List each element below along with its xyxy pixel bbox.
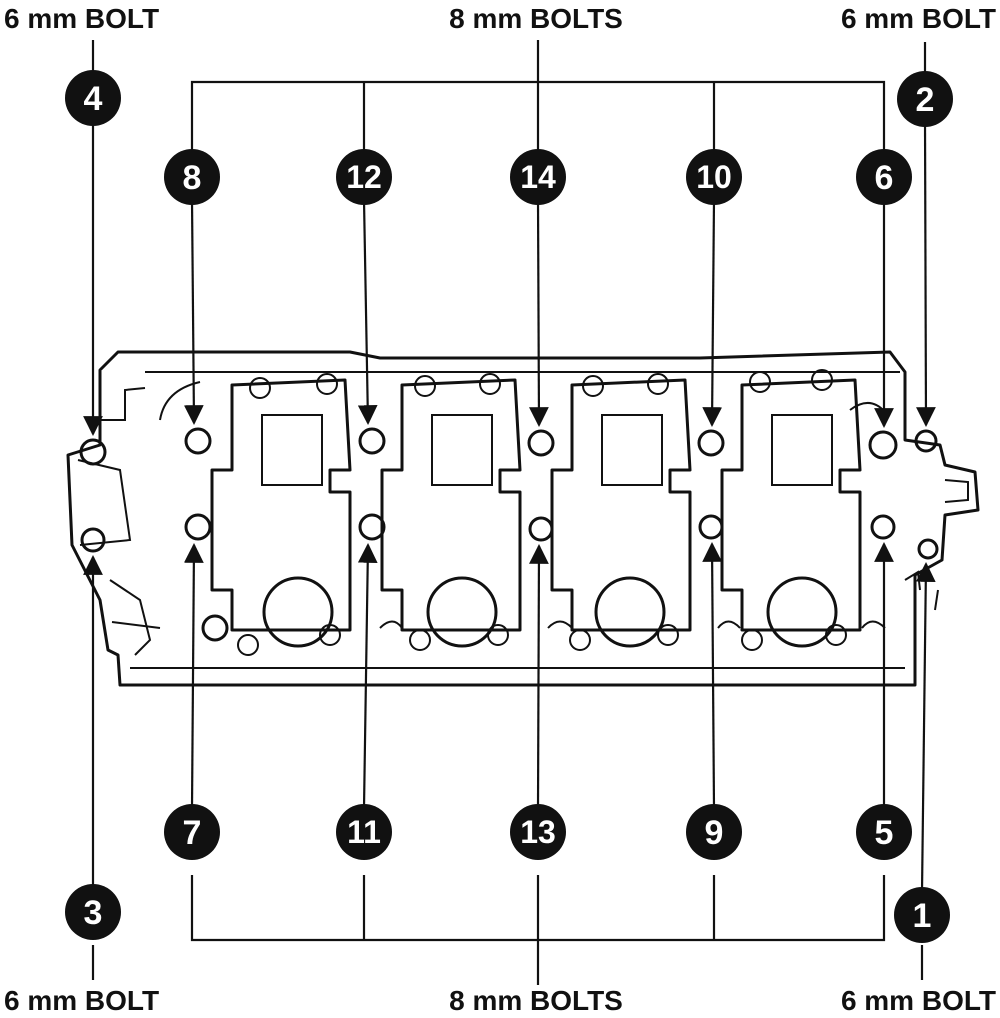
bolt-hole-11 (358, 513, 386, 541)
label-8mm-bolts-top: 8 mm BOLTS (449, 3, 623, 34)
bolt-hole-9 (698, 514, 724, 540)
bracket-lines (91, 40, 927, 985)
svg-text:12: 12 (346, 159, 382, 195)
bolt-hole-7 (184, 513, 212, 541)
cam-holder-3 (550, 373, 692, 651)
bolt-hole-2 (914, 429, 938, 453)
label-6mm-bolt-bottom-left: 6 mm BOLT (4, 985, 159, 1016)
callout-1: 1 (894, 887, 950, 943)
bolt-hole-6 (868, 430, 898, 460)
bolt-holes (79, 427, 939, 560)
svg-text:7: 7 (183, 814, 202, 852)
bolt-hole-12 (358, 427, 386, 455)
bolt-hole-4 (79, 438, 107, 466)
svg-text:1: 1 (913, 897, 932, 935)
svg-text:4: 4 (84, 80, 103, 118)
svg-text:8: 8 (183, 159, 202, 197)
callout-13: 13 (510, 804, 566, 860)
cylinder-head-drawing (66, 350, 980, 687)
bolt-hole-5 (870, 514, 896, 540)
bolt-hole-3 (80, 527, 106, 553)
label-6mm-bolt-top-left: 6 mm BOLT (4, 3, 159, 34)
svg-text:5: 5 (875, 814, 894, 852)
callout-6: 6 (856, 149, 912, 205)
svg-text:14: 14 (520, 159, 556, 195)
callout-14: 14 (510, 149, 566, 205)
callout-12: 12 (336, 149, 392, 205)
bolt-hole-10 (697, 429, 725, 457)
callout-2: 2 (897, 71, 953, 127)
cam-holder-4 (720, 369, 862, 651)
callout-10: 10 (686, 149, 742, 205)
svg-text:2: 2 (916, 81, 935, 119)
svg-text:13: 13 (520, 814, 556, 850)
label-6mm-bolt-top-right: 6 mm BOLT (841, 3, 996, 34)
svg-text:9: 9 (705, 814, 724, 852)
callout-7: 7 (164, 804, 220, 860)
cam-holder-1 (210, 373, 352, 656)
svg-text:3: 3 (84, 894, 103, 932)
bolt-hole-8 (184, 427, 212, 455)
svg-text:11: 11 (347, 814, 381, 850)
callout-3: 3 (65, 884, 121, 940)
callout-9: 9 (686, 804, 742, 860)
svg-text:6: 6 (875, 159, 894, 197)
bolt-hole-1 (917, 538, 939, 560)
callout-4: 4 (65, 70, 121, 126)
label-8mm-bolts-bottom: 8 mm BOLTS (449, 985, 623, 1016)
arrow-leaders (83, 118, 936, 893)
callout-5: 5 (856, 804, 912, 860)
callout-11: 11 (336, 804, 392, 860)
cam-holder-2 (380, 373, 522, 651)
bolt-hole-14 (527, 429, 555, 457)
bolt-hole-13 (528, 516, 554, 542)
label-6mm-bolt-bottom-right: 6 mm BOLT (841, 985, 996, 1016)
svg-text:10: 10 (696, 159, 732, 195)
callout-8: 8 (164, 149, 220, 205)
